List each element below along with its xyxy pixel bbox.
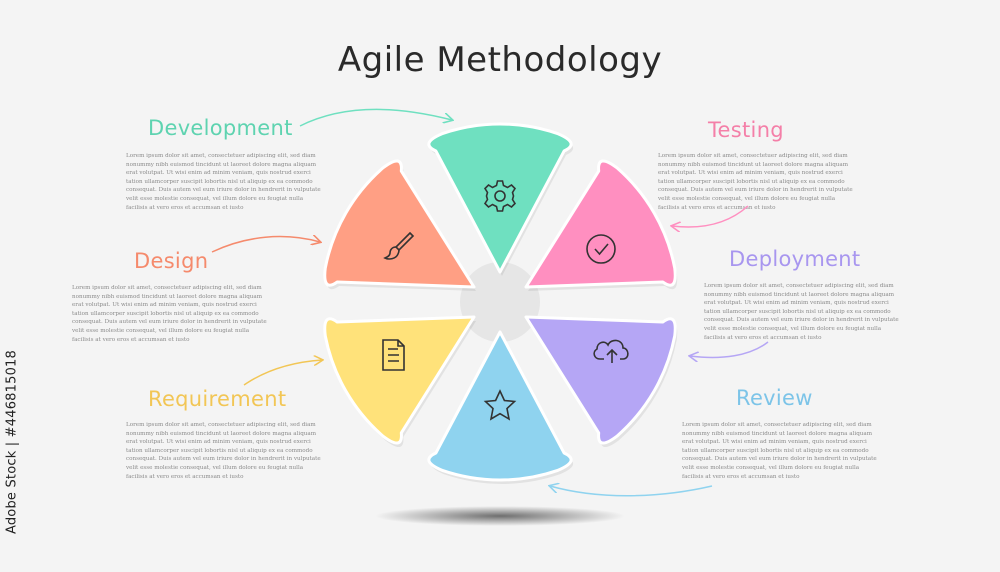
star-icon (483, 389, 517, 421)
segment-development (427, 122, 573, 274)
step-label-review: Review (736, 386, 813, 410)
step-label-design: Design (134, 249, 209, 273)
arrow-deployment (690, 341, 769, 357)
segment-testing (524, 159, 677, 289)
step-description-requirement: Lorem ipsum dolor sit amet, consectetuer… (126, 422, 321, 480)
segment-requirement (323, 315, 476, 445)
arrow-design (211, 237, 320, 253)
brush-icon (383, 231, 415, 260)
step-description-development: Lorem ipsum dolor sit amet, consectetuer… (126, 153, 321, 211)
step-label-development: Development (148, 116, 293, 140)
floor-shadow (375, 506, 625, 526)
step-label-requirement: Requirement (148, 387, 287, 411)
step-description-review: Lorem ipsum dolor sit amet, consectetuer… (682, 422, 877, 480)
segment-review (427, 330, 573, 482)
segment-deployment (524, 315, 677, 445)
step-label-deployment: Deployment (729, 247, 861, 271)
center-hub (460, 262, 540, 342)
arrow-development (299, 108, 452, 127)
check-circle-icon (586, 234, 616, 264)
gear-icon (483, 180, 517, 212)
cloud-upload-icon (593, 339, 629, 363)
segments-group (323, 122, 678, 484)
page-title: Agile Methodology (337, 40, 663, 80)
step-description-design: Lorem ipsum dolor sit amet, consectetuer… (72, 285, 267, 343)
segment-design (323, 159, 476, 289)
document-icon (382, 339, 405, 371)
step-description-deployment: Lorem ipsum dolor sit amet, consectetuer… (704, 283, 899, 341)
arrow-review (550, 486, 713, 497)
arrow-testing (672, 205, 749, 227)
step-label-testing: Testing (708, 118, 784, 142)
arrow-requirement (243, 360, 322, 386)
step-description-testing: Lorem ipsum dolor sit amet, consectetuer… (658, 153, 853, 211)
